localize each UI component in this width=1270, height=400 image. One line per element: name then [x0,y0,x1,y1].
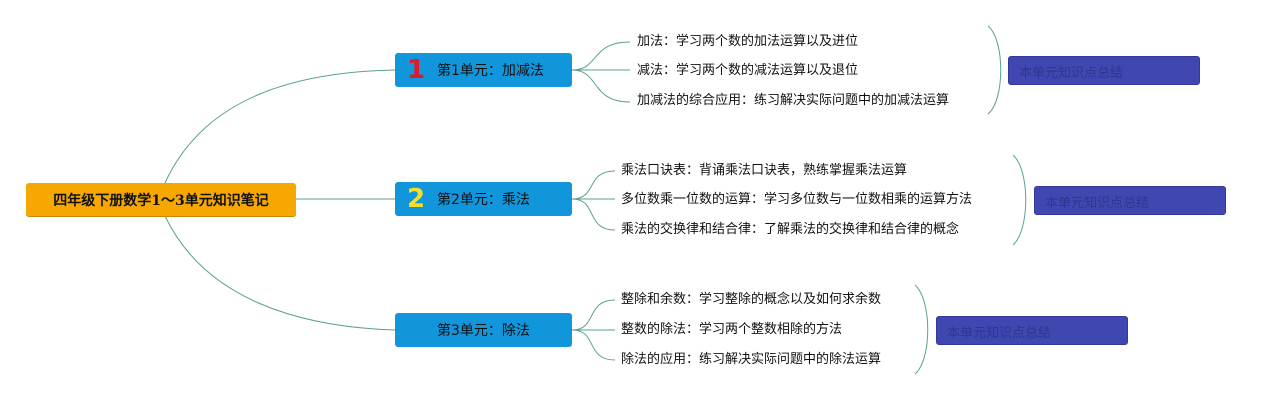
unit-1-topic[interactable]: 1 第1单元：加减法 [395,53,572,87]
unit-1-item-3[interactable]: 加减法的综合应用：练习解决实际问题中的加减法运算 [637,93,950,108]
unit-3-topic[interactable]: 第3单元：除法 [395,313,572,347]
root-topic[interactable]: 四年级下册数学1～3单元知识笔记 [26,183,296,216]
unit-3-item-3[interactable]: 除法的应用：练习解决实际问题中的除法运算 [621,352,882,367]
unit-2-item-1[interactable]: 乘法口诀表：背诵乘法口诀表，熟练掌握乘法运算 [621,163,908,178]
unit-2-topic[interactable]: 2 第2单元：乘法 [395,182,572,216]
unit-3-label: 第3单元：除法 [437,323,530,339]
unit-2-label: 第2单元：乘法 [437,192,530,208]
unit-1-note-text: 本单元知识点总结 [1019,66,1124,81]
unit-2-note-text: 本单元知识点总结 [1045,196,1150,211]
unit-3-item-2[interactable]: 整数的除法：学习两个整数相除的方法 [621,322,843,337]
unit-1-item-1[interactable]: 加法：学习两个数的加法运算以及进位 [637,34,859,49]
unit-2-badge: 2 [406,184,426,214]
unit-2-item-3[interactable]: 乘法的交换律和结合律：了解乘法的交换律和结合律的概念 [621,222,960,237]
unit-2-summary-note[interactable]: 本单元知识点总结 [1034,186,1226,215]
unit-2-item-2[interactable]: 多位数乘一位数的运算：学习多位数与一位数相乘的运算方法 [621,192,973,207]
unit-3-item-1[interactable]: 整除和余数：学习整除的概念以及如何求余数 [621,292,882,307]
unit-1-item-2[interactable]: 减法：学习两个数的减法运算以及退位 [637,63,859,78]
unit-1-summary-note[interactable]: 本单元知识点总结 [1008,56,1200,85]
unit-3-note-text: 本单元知识点总结 [947,326,1052,341]
root-title: 四年级下册数学1～3单元知识笔记 [53,192,269,209]
unit-1-badge: 1 [406,55,426,85]
unit-1-label: 第1单元：加减法 [437,63,544,79]
unit-3-summary-note[interactable]: 本单元知识点总结 [936,316,1128,345]
